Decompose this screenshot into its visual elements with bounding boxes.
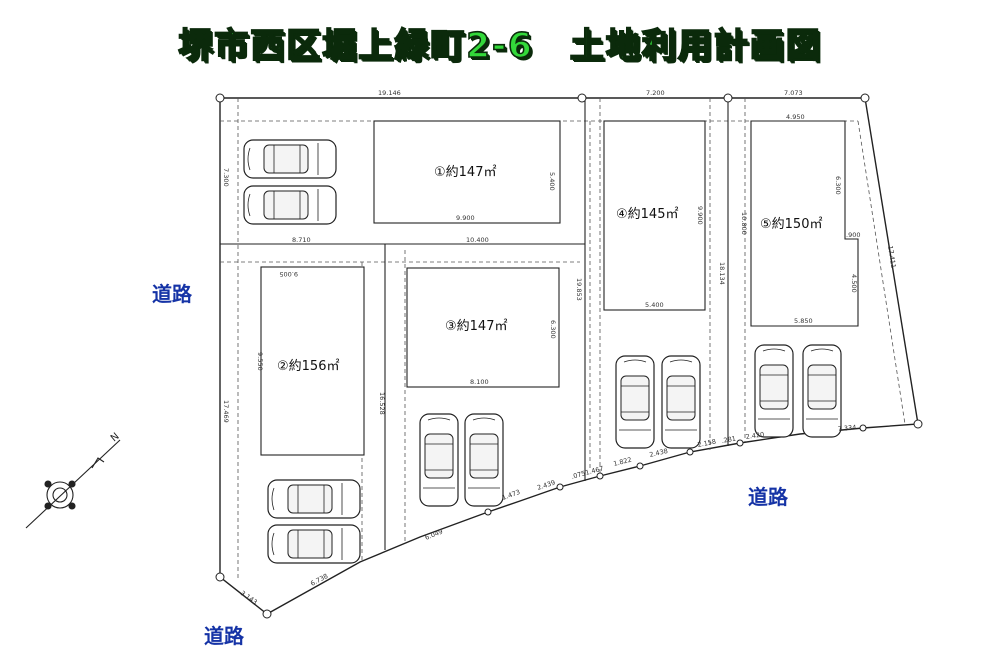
dim-right-side: 17.411 xyxy=(886,245,897,269)
dim-lot5-w: 5.850 xyxy=(794,317,813,325)
dim-top-right: 7.073 xyxy=(784,89,803,97)
lot-1-label: ①約147㎡ xyxy=(434,165,496,180)
dim-left-side: 17.469 xyxy=(222,400,230,423)
building-footprints xyxy=(260,120,859,456)
dim-div-b: 18.134 xyxy=(718,262,726,285)
road-label-southwest: 道路 xyxy=(204,624,244,648)
dim-lot3-h: 6.300 xyxy=(549,320,557,339)
lot-4-building xyxy=(603,120,706,311)
dim-lot5-h2: 4.500 xyxy=(850,274,858,293)
dim-curve-13: 7.334 xyxy=(837,423,856,433)
compass-icon: N xyxy=(25,431,122,529)
dim-curve-4: 1.473 xyxy=(501,488,521,502)
lot-dividers xyxy=(220,98,729,550)
dim-lot4-w: 5.400 xyxy=(645,301,664,309)
dim-curve-9: 2.438 xyxy=(649,447,669,459)
dim-divider-left: 16.528 xyxy=(378,392,386,415)
lot-2-label: ②約156㎡ xyxy=(277,359,339,374)
dim-curve-3: 6.049 xyxy=(424,527,444,541)
dim-lot3-w: 8.100 xyxy=(470,378,489,386)
dim-lot5-step: .900 xyxy=(846,231,860,239)
dim-parking-h: 7.300 xyxy=(222,168,230,187)
survey-points xyxy=(215,93,923,619)
road-label-west: 道路 xyxy=(152,282,192,306)
lot-4-label: ④約145㎡ xyxy=(616,207,678,222)
dim-lot1-w: 9.900 xyxy=(456,214,475,222)
dim-curve-11: .281 xyxy=(721,435,737,445)
dim-curve-12: 2.420 xyxy=(745,430,765,441)
lot-1-building xyxy=(373,120,561,224)
lot-5-label: ⑤約150㎡ xyxy=(760,217,822,232)
dim-top-left: 19.146 xyxy=(378,89,401,97)
road-label-south: 道路 xyxy=(748,485,788,509)
dim-top-mid: 7.200 xyxy=(646,89,665,97)
dim-lot5-left: 10.800 xyxy=(740,212,748,235)
dim-lot2-w: 9.005 xyxy=(279,270,298,278)
plan-title: 堺市西区堀上緑町2-6 土地利用計画図 xyxy=(177,25,822,67)
dim-curve-1: 3.143 xyxy=(239,589,259,606)
dim-lot4-h: 9.900 xyxy=(696,206,704,225)
dim-curve-10: 2.158 xyxy=(697,438,717,449)
dim-lot5-top: 4.950 xyxy=(786,113,805,121)
lot-3-label: ③約147㎡ xyxy=(445,319,507,334)
dim-curve-6: .075 xyxy=(570,469,586,481)
lot-5-building xyxy=(750,120,859,327)
dim-lot1-h: 5.400 xyxy=(548,172,556,191)
dim-lot5-h1: 6.300 xyxy=(834,176,842,195)
compass-north-label: N xyxy=(109,431,122,444)
dim-row2-left: 8.710 xyxy=(292,236,311,244)
lot-3-building xyxy=(406,267,560,388)
lot-2-building xyxy=(260,266,365,456)
dim-div-a: 19.853 xyxy=(575,278,583,301)
dimension-labels: 19.146 7.200 7.073 9.900 5.400 7.300 8.7… xyxy=(222,89,897,606)
dim-row2-mid: 10.400 xyxy=(466,236,489,244)
dim-lot2-h: 9.550 xyxy=(256,352,264,371)
dim-curve-8: 1.822 xyxy=(613,456,633,468)
